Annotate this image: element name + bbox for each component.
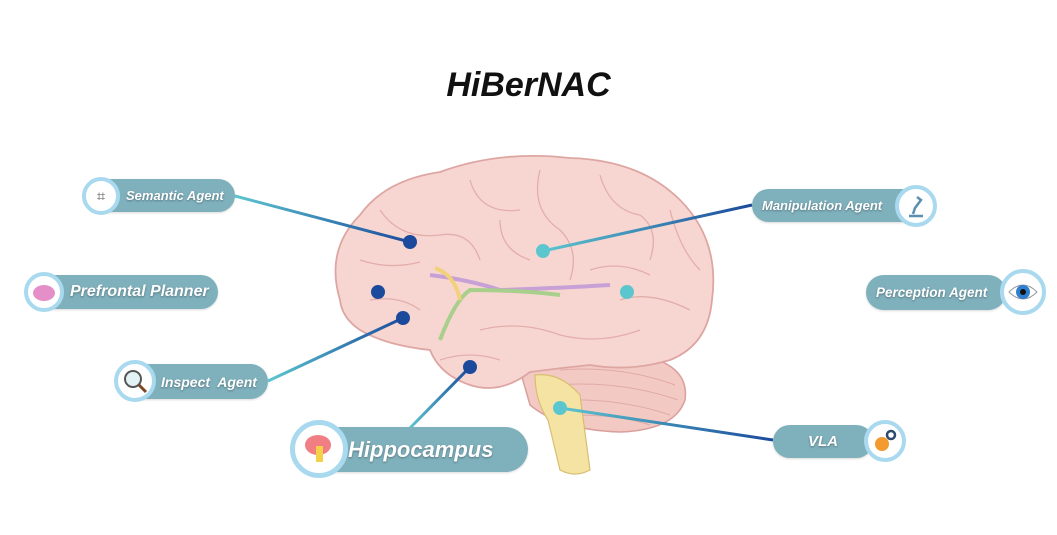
prefrontal-planner-node: Prefrontal Planner (34, 275, 218, 309)
brainstem (534, 374, 591, 475)
semantic-agent-label: Semantic Agent (126, 188, 224, 203)
brain-hippocampus-icon (290, 420, 348, 478)
dot-semantic (403, 235, 417, 249)
cerebrum (334, 154, 715, 389)
dot-inspect (396, 311, 410, 325)
perception-agent-label: Perception Agent (876, 285, 988, 300)
hippocampus-label: Hippocampus (348, 436, 494, 462)
connector-inspect (267, 316, 404, 383)
perception-agent-node: Perception Agent (866, 275, 1006, 310)
vla-node: VLA (773, 425, 873, 458)
inspect-agent-label: Inspect Agent (161, 373, 257, 390)
connector-semantic (234, 194, 411, 244)
manipulation-agent-label: Manipulation Agent (762, 198, 883, 213)
vla-label: VLA (808, 433, 838, 450)
dot-vla (553, 401, 567, 415)
gears-icon (864, 420, 906, 462)
manipulation-agent-node: Manipulation Agent (752, 189, 918, 222)
prefrontal-planner-label: Prefrontal Planner (70, 283, 209, 300)
eye-icon (1000, 269, 1046, 315)
diagram-title: HiBerNAC (446, 66, 611, 104)
dot-hippocampus (463, 360, 477, 374)
connector-vla (559, 406, 774, 442)
magnifier-icon (114, 360, 156, 402)
dot-perception (620, 285, 634, 299)
network-diagram-icon: ⌗ (82, 177, 120, 215)
robot-arm-icon (895, 185, 937, 227)
brain-icon (24, 272, 64, 312)
connector-manipulation (542, 203, 753, 253)
connector-hippocampus (408, 365, 472, 430)
dot-manipulation (536, 244, 550, 258)
dot-prefrontal (371, 285, 385, 299)
